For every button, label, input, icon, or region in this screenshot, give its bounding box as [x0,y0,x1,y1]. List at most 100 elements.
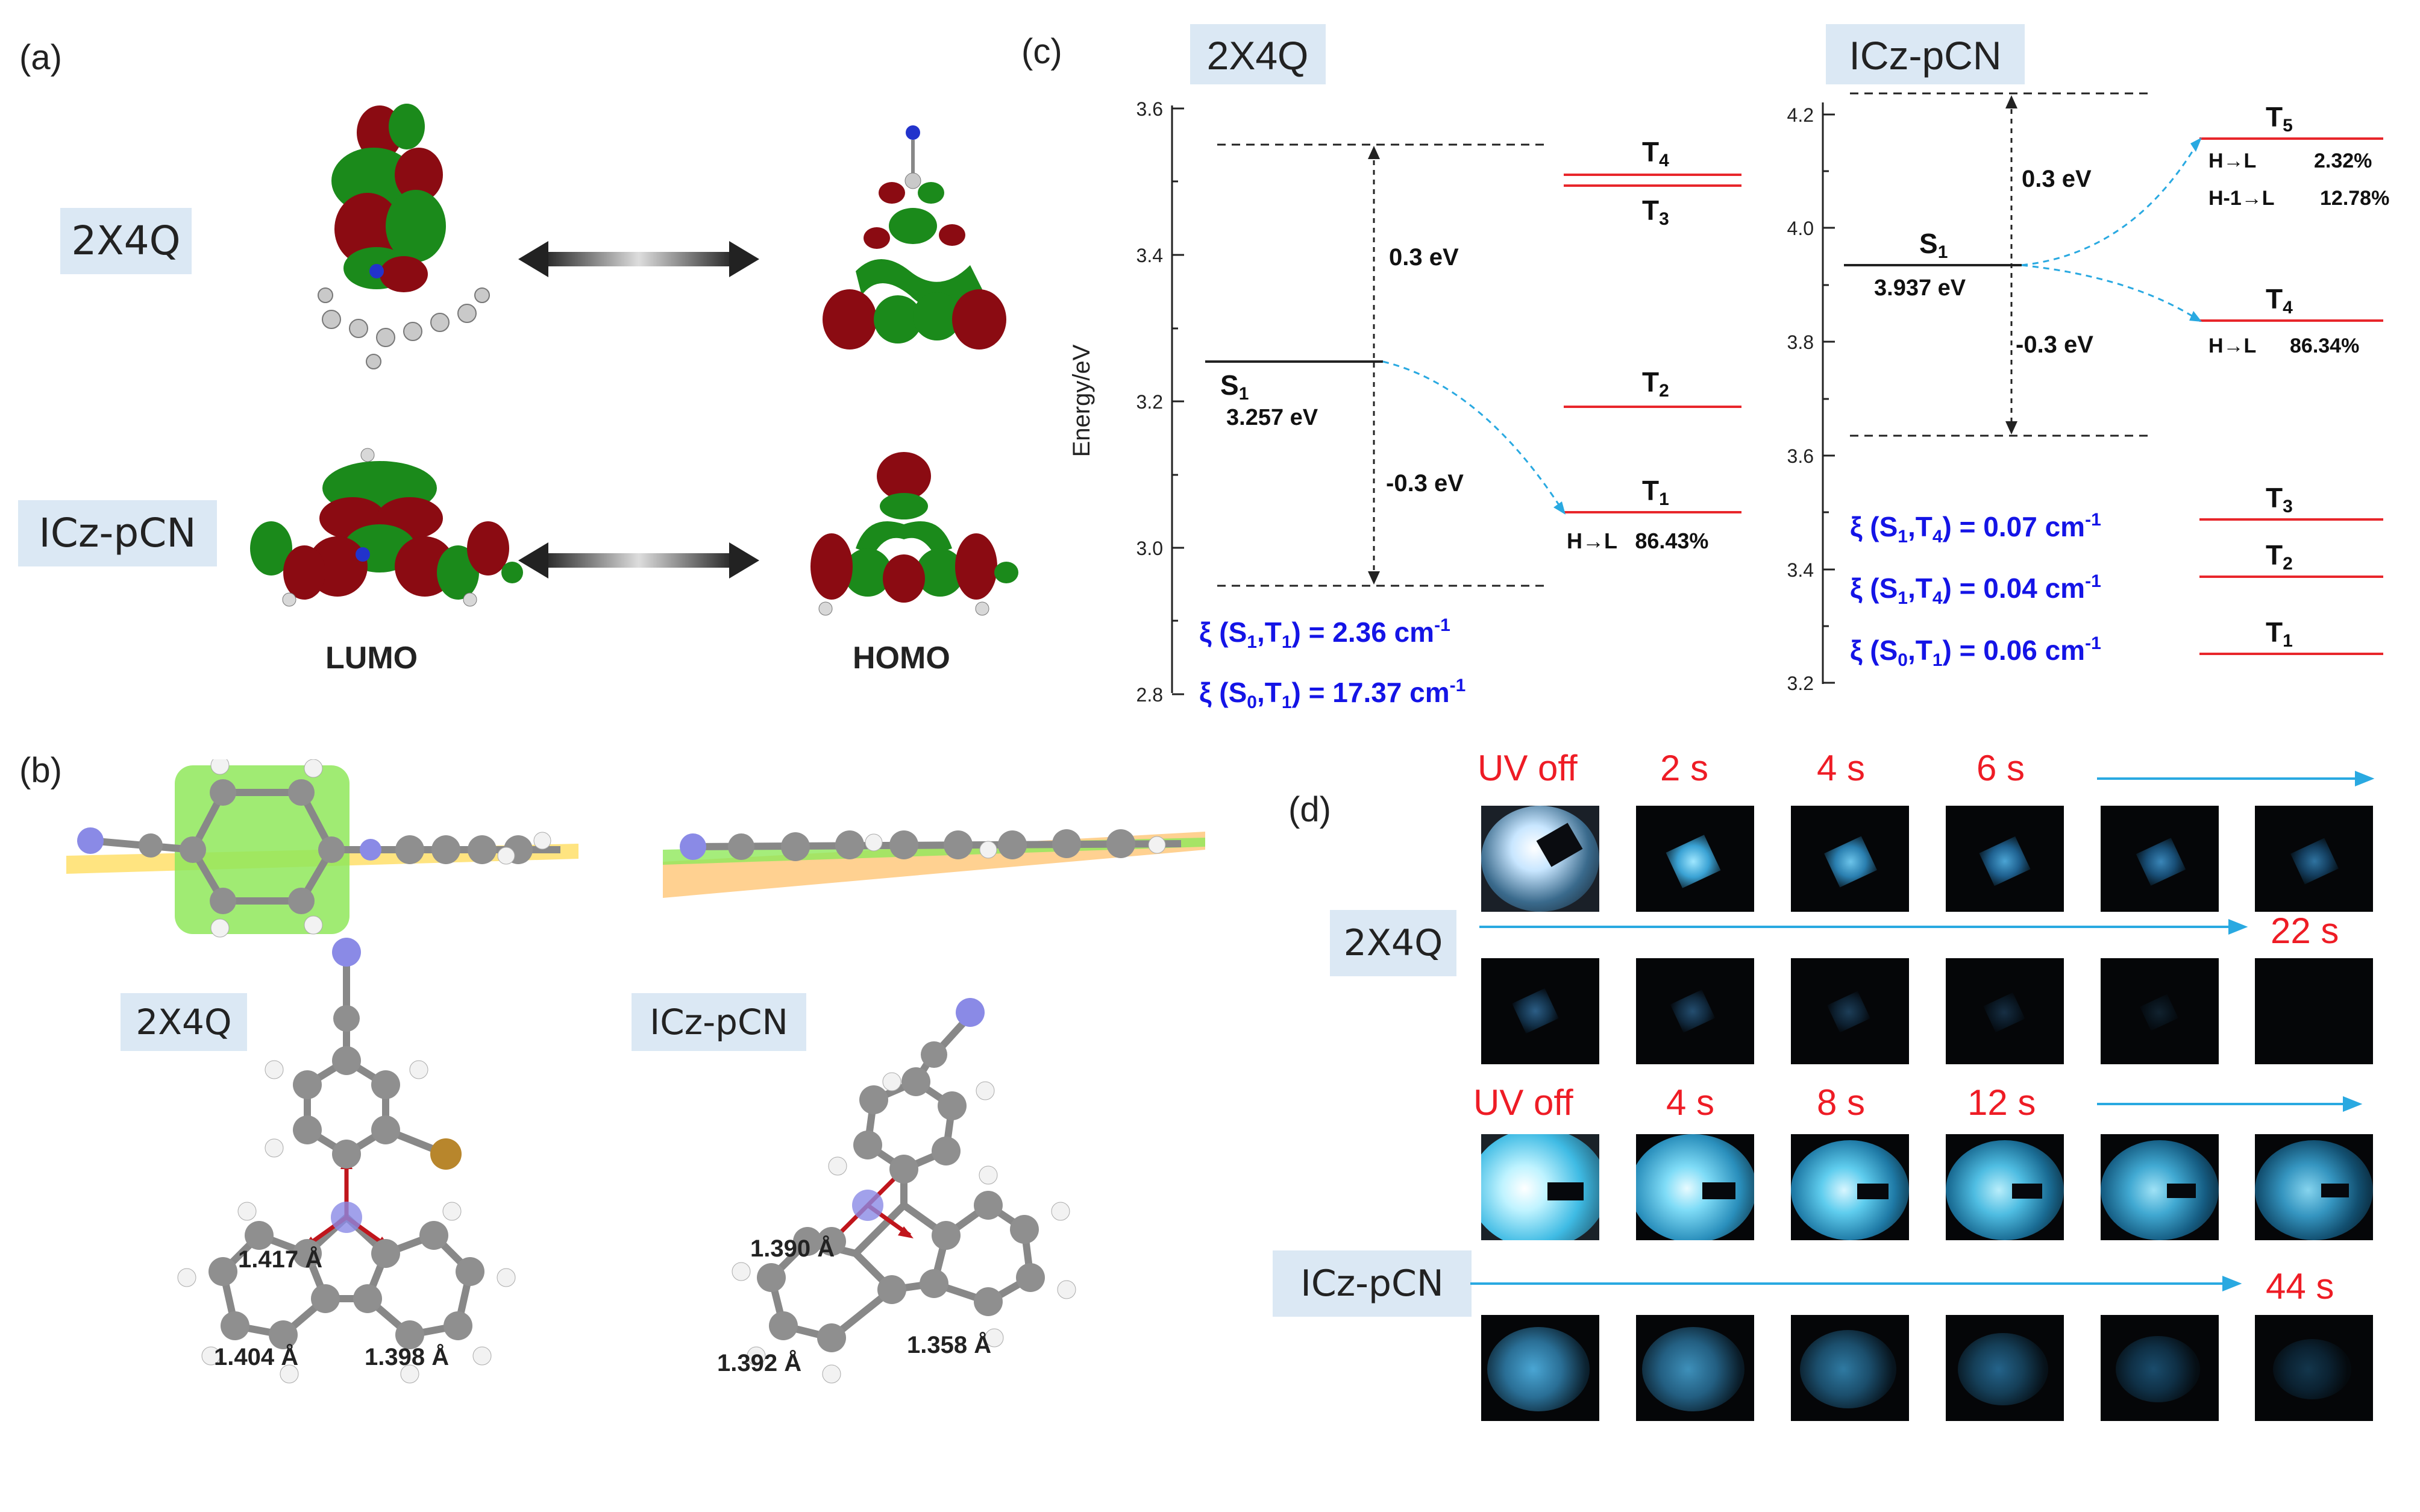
svg-text:ξ (S1,T1) = 2.36 cm-1: ξ (S1,T1) = 2.36 cm-1 [1199,615,1450,652]
panel-label-a: (a) [19,38,62,77]
t5-label-right: T [2266,101,2283,133]
y-axis-label: Energy/eV [1068,344,1095,457]
t3-sub-left: 3 [1659,209,1669,229]
molecule-label-2x4q-a: 2X4Q [60,208,192,274]
up-gap-left: 0.3 eV [1389,244,1459,271]
side-view-2x4q [66,759,578,938]
panel-label-b: (b) [19,751,62,790]
photo-iczpcn-r2-4 [1946,1315,2064,1421]
t3-label-left: T [1642,195,1659,226]
soc-right-0-post: ) = 0.07 cm [1943,511,2086,542]
lumo-iczpcn-orbital [250,448,523,607]
soc-left-1-post: ) = 17.37 cm [1292,677,1450,708]
double-arrow-2x4q [518,241,759,277]
side-view-iczpcn [663,829,1205,898]
t4-label-right: T [2266,283,2283,315]
photo-iczpcn-r1-3 [1791,1134,1909,1240]
time-2x4q-0: UV off [1478,748,1578,788]
structure-2x4q [177,938,516,1384]
s1-label-left: S [1220,369,1239,401]
molecule-label-iczpcn-b: ICz-pCN [632,993,806,1051]
t5-trans-2: H-1→L [2208,187,2275,210]
tick-right-1: 4.0 [1787,218,1814,239]
svg-text:T3: T3 [1642,195,1669,229]
soc-right-0-mid: ,T [1908,511,1933,542]
soc-right-2-sup: -1 [2085,633,2101,653]
transition-left: H→L 86.43% [1567,529,1708,553]
photo-iczpcn-r2-1 [1481,1315,1599,1421]
s1-sub-right: 1 [1938,242,1948,262]
photo-2x4q-r1-2 [1636,806,1754,912]
molecule-label-2x4q-b: 2X4Q [121,993,247,1051]
soc-right-2-b: 1 [1933,650,1943,670]
time-2x4q-1: 2 s [1660,748,1709,788]
orbital-illustrations [250,104,1018,616]
afterglow-label-iczpcn: ICz-pCN [1273,1250,1472,1317]
panel-label-d: (d) [1288,790,1331,829]
svg-text:T5: T5 [2266,101,2293,136]
svg-text:S1: S1 [1220,369,1249,404]
s1-sub-left: 1 [1239,384,1249,404]
energy-diagrams: 2X4Q 3.6 3.4 3.2 3.0 2.8 Energy/eV S1 3.… [1068,24,2389,712]
svg-text:T2: T2 [1642,366,1669,401]
photo-2x4q-r1-1 [1481,806,1599,912]
structure-iczpcn [732,998,1076,1384]
t4-trans-1: 86.34% [2290,334,2359,357]
lumo-label: LUMO [325,641,418,676]
photo-iczpcn-r2-2 [1636,1315,1754,1421]
up-gap-right: 0.3 eV [2022,166,2092,192]
soc-right-2-pre: ξ (S [1850,635,1898,666]
photo-2x4q-r2-1 [1481,958,1599,1064]
soc-right-0-sup: -1 [2085,510,2101,530]
photo-iczpcn-r2-6 [2255,1315,2373,1421]
photo-iczpcn-r1-5 [2101,1134,2219,1240]
t1-label-left: T [1642,475,1659,506]
lumo-2x4q-orbital [318,104,490,369]
energy-diagram-2x4q: 2X4Q 3.6 3.4 3.2 3.0 2.8 Energy/eV S1 3.… [1068,24,1741,712]
molecular-structures [66,759,1205,1384]
timeline-arrows [1470,771,2375,1291]
time-iczpcn-0: UV off [1473,1082,1573,1123]
soc-right-2-mid: ,T [1908,635,1933,666]
soc-left-1-sup: -1 [1450,676,1466,695]
t2-label-left: T [1642,366,1659,398]
soc-left-0-post: ) = 2.36 cm [1292,616,1435,648]
svg-text:T4: T4 [2266,283,2293,318]
photo-2x4q-r2-6 [2255,958,2373,1064]
t5-trans-0: H→L [2208,149,2256,172]
t3-label-right: T [2266,482,2283,513]
tick-left-3: 3.0 [1136,538,1163,559]
energy-diagram-iczpcn: ICz-pCN 4.2 4.0 3.8 3.6 3.4 3.2 S1 3.937… [1787,24,2389,694]
svg-text:ξ (S0,T1) = 0.06 cm-1: ξ (S0,T1) = 0.06 cm-1 [1850,633,2101,670]
photo-2x4q-r2-2 [1636,958,1754,1064]
tick-left-4: 2.8 [1136,684,1163,706]
t1-label-right: T [2266,616,2283,648]
t4-sub-right: 4 [2283,298,2293,318]
s1-value-left: 3.257 eV [1226,405,1318,430]
soc-right-1-a: 1 [1898,588,1908,608]
photo-2x4q-r1-4 [1946,806,2064,912]
tick-right-2: 3.8 [1787,331,1814,353]
s1-label-right: S [1919,228,1938,259]
svg-text:ξ (S0,T1) = 17.37 cm-1: ξ (S0,T1) = 17.37 cm-1 [1199,676,1465,712]
tick-left-1: 3.4 [1136,245,1163,266]
t1-sub-right: 1 [2283,631,2293,651]
soc-right-2-post: ) = 0.06 cm [1943,635,2086,666]
tick-right-4: 3.4 [1787,559,1814,581]
t5-trans-3: 12.78% [2320,187,2389,210]
soc-right-0-pre: ξ (S [1850,511,1898,542]
soc-left-1-a: 0 [1247,692,1257,712]
time-2x4q-3: 6 s [1976,748,2025,788]
diagram-title-iczpcn: ICz-pCN [1849,33,2001,78]
time-iczpcn-3: 12 s [1967,1082,2036,1123]
homo-label: HOMO [853,641,950,676]
soc-left-0-pre: ξ (S [1199,616,1247,648]
time-2x4q-end: 22 s [2271,911,2339,951]
photo-iczpcn-r2-3 [1791,1315,1909,1421]
down-gap-right: -0.3 eV [2016,331,2093,358]
soc-right-2-a: 0 [1898,650,1908,670]
soc-left-1-pre: ξ (S [1199,677,1247,708]
tick-left-0: 3.6 [1136,98,1163,120]
photo-2x4q-r1-6 [2255,806,2373,912]
photo-iczpcn-r1-4 [1946,1134,2064,1240]
